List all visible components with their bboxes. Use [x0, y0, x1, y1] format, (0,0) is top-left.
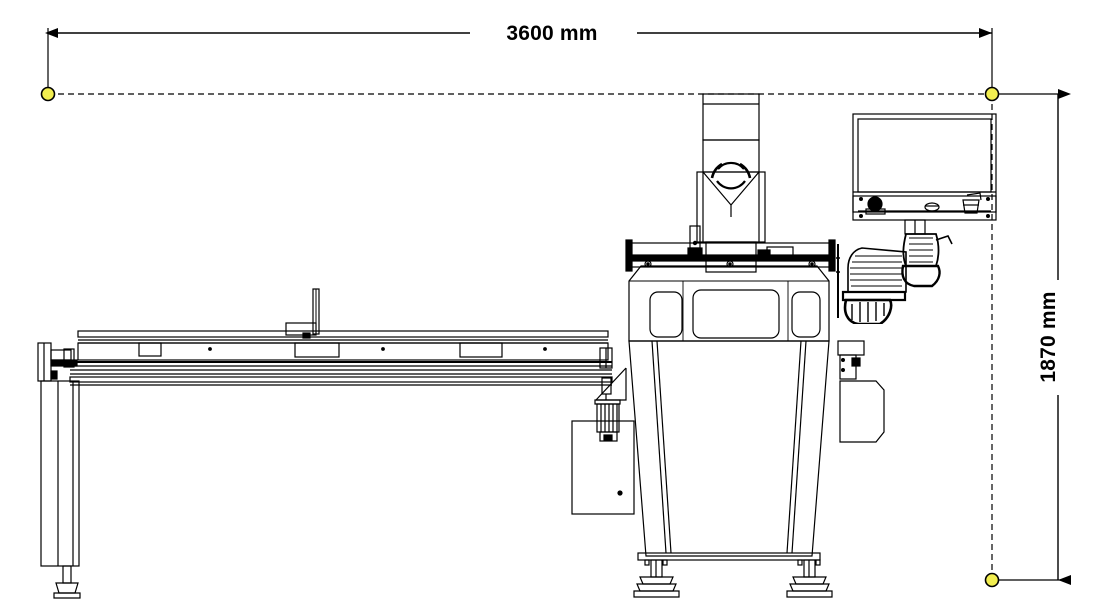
leveling-foot-right: [786, 559, 833, 598]
right-side-cabinet: [837, 340, 885, 443]
monitor-stem: [904, 219, 926, 235]
control-panel: [852, 192, 997, 221]
height-dimension-group: [992, 89, 1071, 585]
tower-side-bracket: [687, 225, 703, 255]
main-enclosure: [628, 265, 830, 561]
width-dimension-group: [45, 28, 993, 94]
feed-drive-motor: [594, 347, 627, 442]
height-dimension-label: 1870 mm: [1037, 291, 1060, 383]
saw-blade: [710, 161, 752, 190]
operator-monitor: [852, 113, 997, 213]
left-lower-cabinet: [571, 420, 635, 515]
top-right-anchor: [984, 86, 1000, 102]
monitor-support-arm: [836, 233, 953, 324]
saw-tower: [696, 93, 766, 273]
enclosure-window-right: [791, 291, 821, 338]
infeed-conveyor-rail: [69, 330, 613, 386]
width-dimension-label: 3600 mm: [506, 22, 598, 45]
leveling-foot-left: [633, 559, 680, 598]
enclosure-window-left: [649, 291, 683, 338]
bottom-right-anchor: [984, 572, 1000, 588]
enclosure-window-center: [692, 289, 780, 339]
top-left-anchor: [40, 86, 56, 102]
conveyor-end-column: [37, 342, 81, 599]
gantry-beam: [625, 239, 836, 272]
chip-chute: [702, 171, 760, 217]
conveyor-carriage-block: [285, 322, 317, 339]
